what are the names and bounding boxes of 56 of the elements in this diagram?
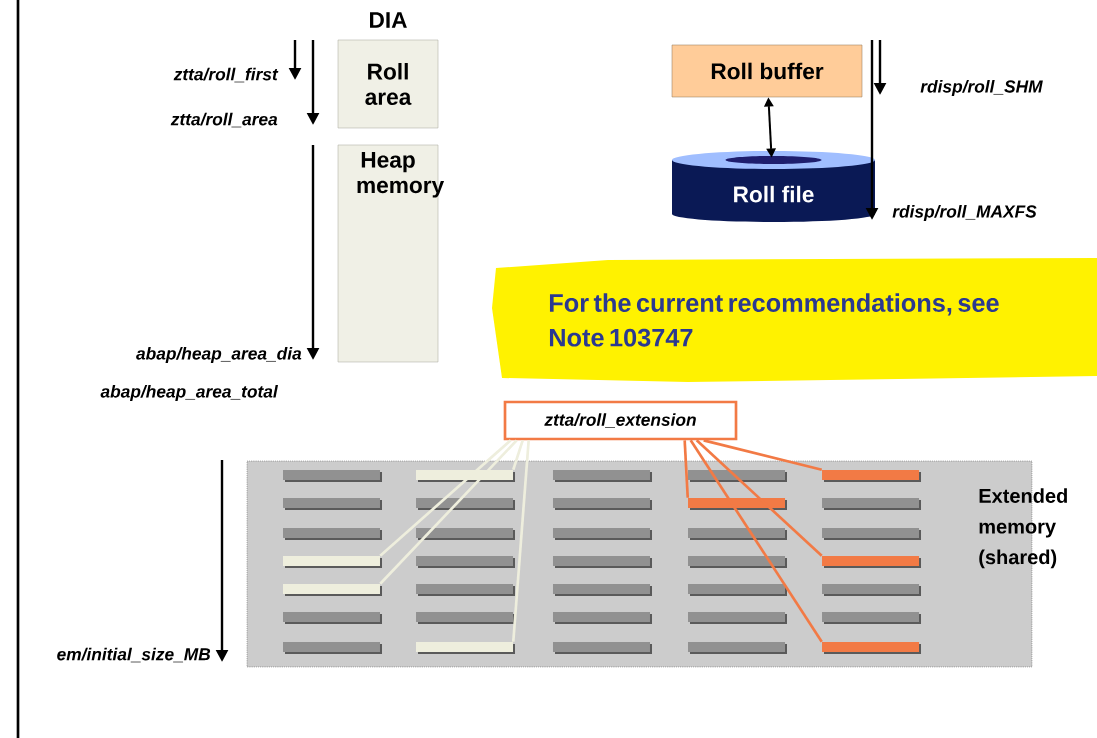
memory-block (416, 556, 515, 568)
memory-block (553, 528, 652, 540)
memory-block (822, 470, 921, 482)
memory-block (688, 584, 787, 596)
connector-line (703, 439, 823, 472)
memory-block (822, 584, 921, 596)
memory-block (688, 528, 787, 540)
parameter-name: em/initial_size_MB (57, 647, 211, 663)
memory-block (416, 528, 515, 540)
parameter-name: ztta/roll_area (170, 112, 278, 128)
memory-block (553, 612, 652, 624)
memory-block (822, 556, 921, 568)
parameter-box: ztta/roll_extension (503, 400, 738, 441)
memory-block (416, 612, 515, 624)
connector-line (683, 440, 690, 498)
memory-block (553, 556, 652, 568)
highlighted-note: For the current recommendations, see Note 103747 (492, 258, 1097, 382)
memory-block (416, 584, 515, 596)
memory-block (553, 584, 652, 596)
memory-block (688, 470, 787, 482)
memory-area-box: Heap memory (337, 144, 445, 363)
connector-line (511, 440, 530, 642)
memory-block (688, 556, 787, 568)
parameter-name: rdisp/roll_SHM (920, 79, 1043, 97)
memory-block (416, 470, 515, 482)
connector-line (512, 439, 524, 471)
parameter-name: rdisp/roll_MAXFS (892, 204, 1037, 222)
parameter-name: abap/heap_area_dia (136, 346, 302, 364)
memory-block (553, 498, 652, 510)
memory-block (283, 642, 382, 654)
memory-block (822, 612, 921, 624)
memory-block (688, 612, 787, 624)
memory-block (688, 642, 787, 654)
connector-line (689, 439, 823, 643)
memory-block (283, 556, 382, 568)
memory-block (283, 584, 382, 596)
cylinder: Roll file (672, 151, 875, 222)
memory-block (283, 528, 382, 540)
memory-block (416, 642, 515, 654)
connector-line (695, 439, 823, 557)
memory-block (553, 470, 652, 482)
memory-block (822, 498, 921, 510)
connector-line (379, 439, 518, 585)
memory-area-box: Roll area (337, 39, 439, 129)
memory-block (416, 498, 515, 510)
memory-block (553, 642, 652, 654)
memory-block (688, 498, 787, 510)
parameter-name: ztta/roll_first (173, 67, 279, 83)
memory-block (283, 470, 382, 482)
memory-block (283, 498, 382, 510)
connector-line (379, 439, 512, 557)
memory-block (822, 528, 921, 540)
memory-block (822, 642, 921, 654)
parameter-name: abap/heap_area_total (100, 384, 278, 402)
buffer-box: Roll buffer (671, 44, 863, 98)
memory-block (283, 612, 382, 624)
